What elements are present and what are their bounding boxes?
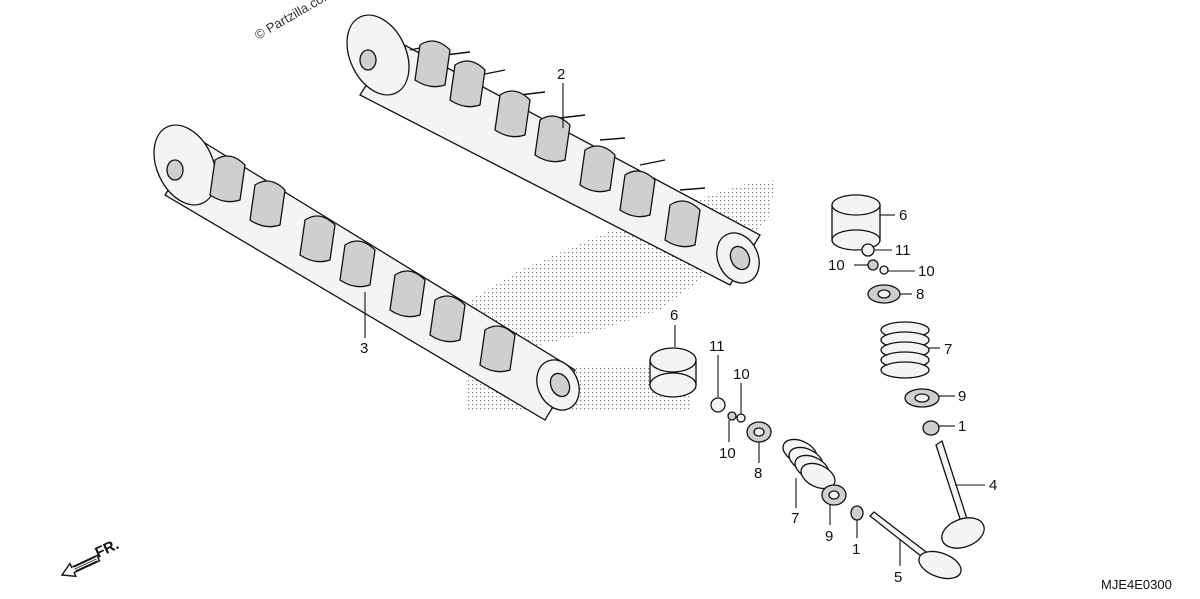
callout-8-left: 8 bbox=[754, 465, 762, 482]
shim-left bbox=[710, 397, 726, 413]
callout-7-right: 7 bbox=[944, 341, 952, 358]
spring-retainer-left bbox=[746, 421, 772, 443]
stem-seal-left bbox=[850, 505, 864, 521]
spring-seat-left bbox=[821, 484, 847, 506]
valve-lifter-right bbox=[831, 194, 881, 251]
stem-seal-right bbox=[922, 420, 940, 436]
valve-lifter-left bbox=[649, 347, 697, 398]
callout-4: 4 bbox=[989, 477, 997, 494]
callout-11-right: 11 bbox=[895, 242, 911, 259]
callout-10-left-b: 10 bbox=[719, 445, 736, 462]
callout-10-left-a: 10 bbox=[733, 366, 750, 383]
front-direction-arrow-icon bbox=[60, 554, 101, 578]
callout-10-right-b: 10 bbox=[918, 263, 935, 280]
valve-left bbox=[869, 511, 962, 580]
diagram-code: MJE4E0300 bbox=[1101, 577, 1172, 592]
front-indicator-label: FR. bbox=[93, 536, 122, 562]
camshaft-upper bbox=[346, 14, 761, 286]
spring-seat-right bbox=[904, 388, 940, 408]
callout-3: 3 bbox=[360, 340, 368, 357]
spring-retainer-right bbox=[867, 284, 901, 304]
callout-6-left: 6 bbox=[670, 307, 678, 324]
callout-8-right: 8 bbox=[916, 286, 924, 303]
callout-7-left: 7 bbox=[791, 510, 799, 527]
cotter-right-b bbox=[879, 265, 889, 275]
callout-1-right: 1 bbox=[958, 418, 966, 435]
cotter-right-a bbox=[867, 259, 879, 271]
valve-spring-left bbox=[782, 438, 836, 490]
cotter-left-a bbox=[727, 411, 737, 421]
callout-1-left: 1 bbox=[852, 541, 860, 558]
camshaft-lower bbox=[153, 124, 580, 421]
valve-right bbox=[935, 439, 985, 549]
cotter-left-b bbox=[736, 413, 746, 423]
callout-11-left: 11 bbox=[709, 338, 725, 355]
shim-right bbox=[861, 243, 875, 257]
callout-9-right: 9 bbox=[958, 388, 966, 405]
callout-9-left: 9 bbox=[825, 528, 833, 545]
callout-6-right: 6 bbox=[899, 207, 907, 224]
callout-5: 5 bbox=[894, 569, 902, 586]
leader-lines bbox=[364, 83, 985, 566]
callout-10-right-a: 10 bbox=[828, 257, 845, 274]
watermark-text: © Partzilla.com bbox=[252, 0, 335, 43]
callout-2: 2 bbox=[557, 66, 565, 83]
valve-spring-right bbox=[880, 321, 930, 379]
